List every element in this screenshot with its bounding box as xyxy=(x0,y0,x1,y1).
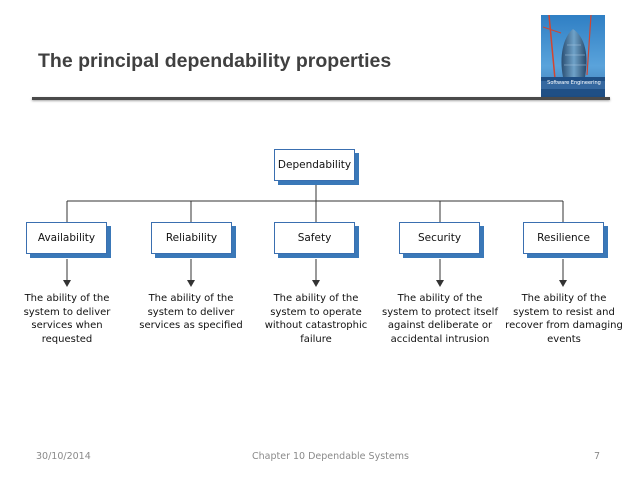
child-connectors xyxy=(66,201,564,222)
availability-box: Availability xyxy=(26,222,107,254)
security-box: Security xyxy=(399,222,480,254)
resilience-description: The ability of the system to resist and … xyxy=(505,293,623,345)
book-cover-image xyxy=(541,15,605,100)
title-divider xyxy=(32,97,610,100)
footer-page-number: 7 xyxy=(594,451,601,462)
security-description: The ability of the system to protect its… xyxy=(382,293,498,345)
book-cover-caption: Software Engineering xyxy=(547,80,601,86)
safety-description: The ability of the system to operate wit… xyxy=(264,293,368,345)
footer-date: 30/10/2014 xyxy=(36,451,91,462)
footer-chapter: Chapter 10 Dependable Systems xyxy=(252,451,409,462)
slide-title: The principal dependability properties xyxy=(38,50,392,72)
safety-box: Safety xyxy=(274,222,355,254)
reliability-description: The ability of the system to deliver ser… xyxy=(139,293,243,331)
resilience-box: Resilience xyxy=(523,222,604,254)
reliability-box: Reliability xyxy=(151,222,232,254)
book-cover-graphic xyxy=(541,15,605,100)
description-arrows xyxy=(63,259,567,287)
dependability-root-box: Dependability xyxy=(274,149,355,181)
availability-description: The ability of the system to deliver ser… xyxy=(23,293,111,345)
